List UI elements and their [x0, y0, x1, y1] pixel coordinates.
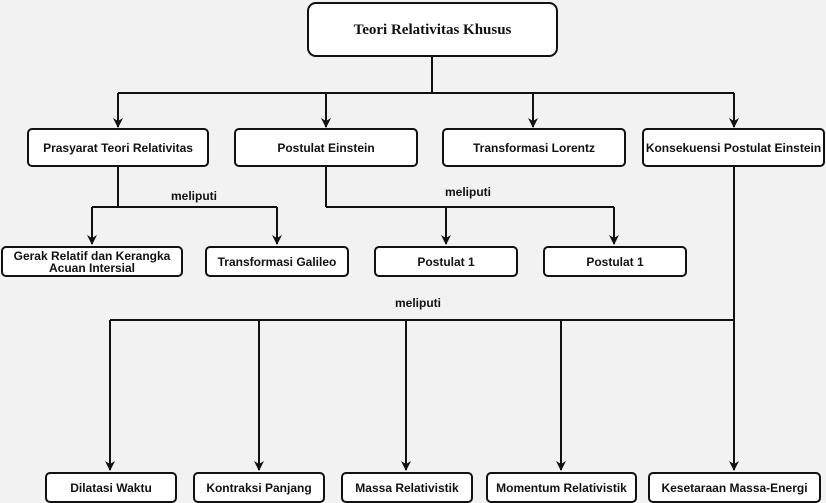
node-transformasi-lorentz-label: Transformasi Lorentz: [472, 140, 596, 155]
node-postulat-a-label: Postulat 1: [417, 254, 475, 269]
node-postulat-a: Postulat 1: [374, 246, 518, 277]
node-massa-relativistik: Massa Relativistik: [341, 472, 473, 503]
node-momentum-relativistik: Momentum Relativistik: [486, 472, 637, 503]
node-momentum-relativistik-label: Momentum Relativistik: [496, 480, 627, 495]
node-transformasi-lorentz: Transformasi Lorentz: [442, 128, 626, 167]
node-kesetaraan-massa-energi-label: Kesetaraan Massa-Energi: [661, 480, 808, 495]
node-kesetaraan-massa-energi: Kesetaraan Massa-Energi: [648, 472, 821, 503]
node-prasyarat: Prasyarat Teori Relativitas: [27, 128, 209, 167]
node-postulat-b-label: Postulat 1: [586, 254, 644, 269]
node-postulat-b: Postulat 1: [543, 246, 687, 277]
root-node: Teori Relativitas Khusus: [307, 2, 558, 57]
node-konsekuensi: Konsekuensi Postulat Einstein: [642, 128, 825, 167]
root-title: Teori Relativitas Khusus: [353, 21, 512, 38]
node-dilatasi-waktu: Dilatasi Waktu: [45, 472, 177, 503]
node-transformasi-galileo-label: Transformasi Galileo: [217, 254, 337, 269]
node-transformasi-galileo: Transformasi Galileo: [205, 246, 349, 277]
connector-label-prasyarat: meliputi: [171, 189, 218, 203]
node-postulat-einstein: Postulat Einstein: [234, 128, 418, 167]
node-postulat-einstein-label: Postulat Einstein: [277, 140, 375, 155]
connector-label-konsekuensi: meliputi: [395, 296, 442, 310]
connector-label-postulat: meliputi: [445, 185, 492, 199]
node-kontraksi-panjang: Kontraksi Panjang: [193, 472, 325, 503]
node-konsekuensi-label: Konsekuensi Postulat Einstein: [645, 140, 822, 155]
node-dilatasi-waktu-label: Dilatasi Waktu: [70, 480, 152, 495]
node-massa-relativistik-label: Massa Relativistik: [355, 480, 459, 495]
node-gerak-relatif: Gerak Relatif dan Kerangka Acuan Intersi…: [1, 246, 183, 277]
node-prasyarat-label: Prasyarat Teori Relativitas: [43, 140, 193, 155]
node-kontraksi-panjang-label: Kontraksi Panjang: [206, 480, 312, 495]
node-gerak-relatif-label: Gerak Relatif dan Kerangka Acuan Intersi…: [13, 248, 171, 275]
